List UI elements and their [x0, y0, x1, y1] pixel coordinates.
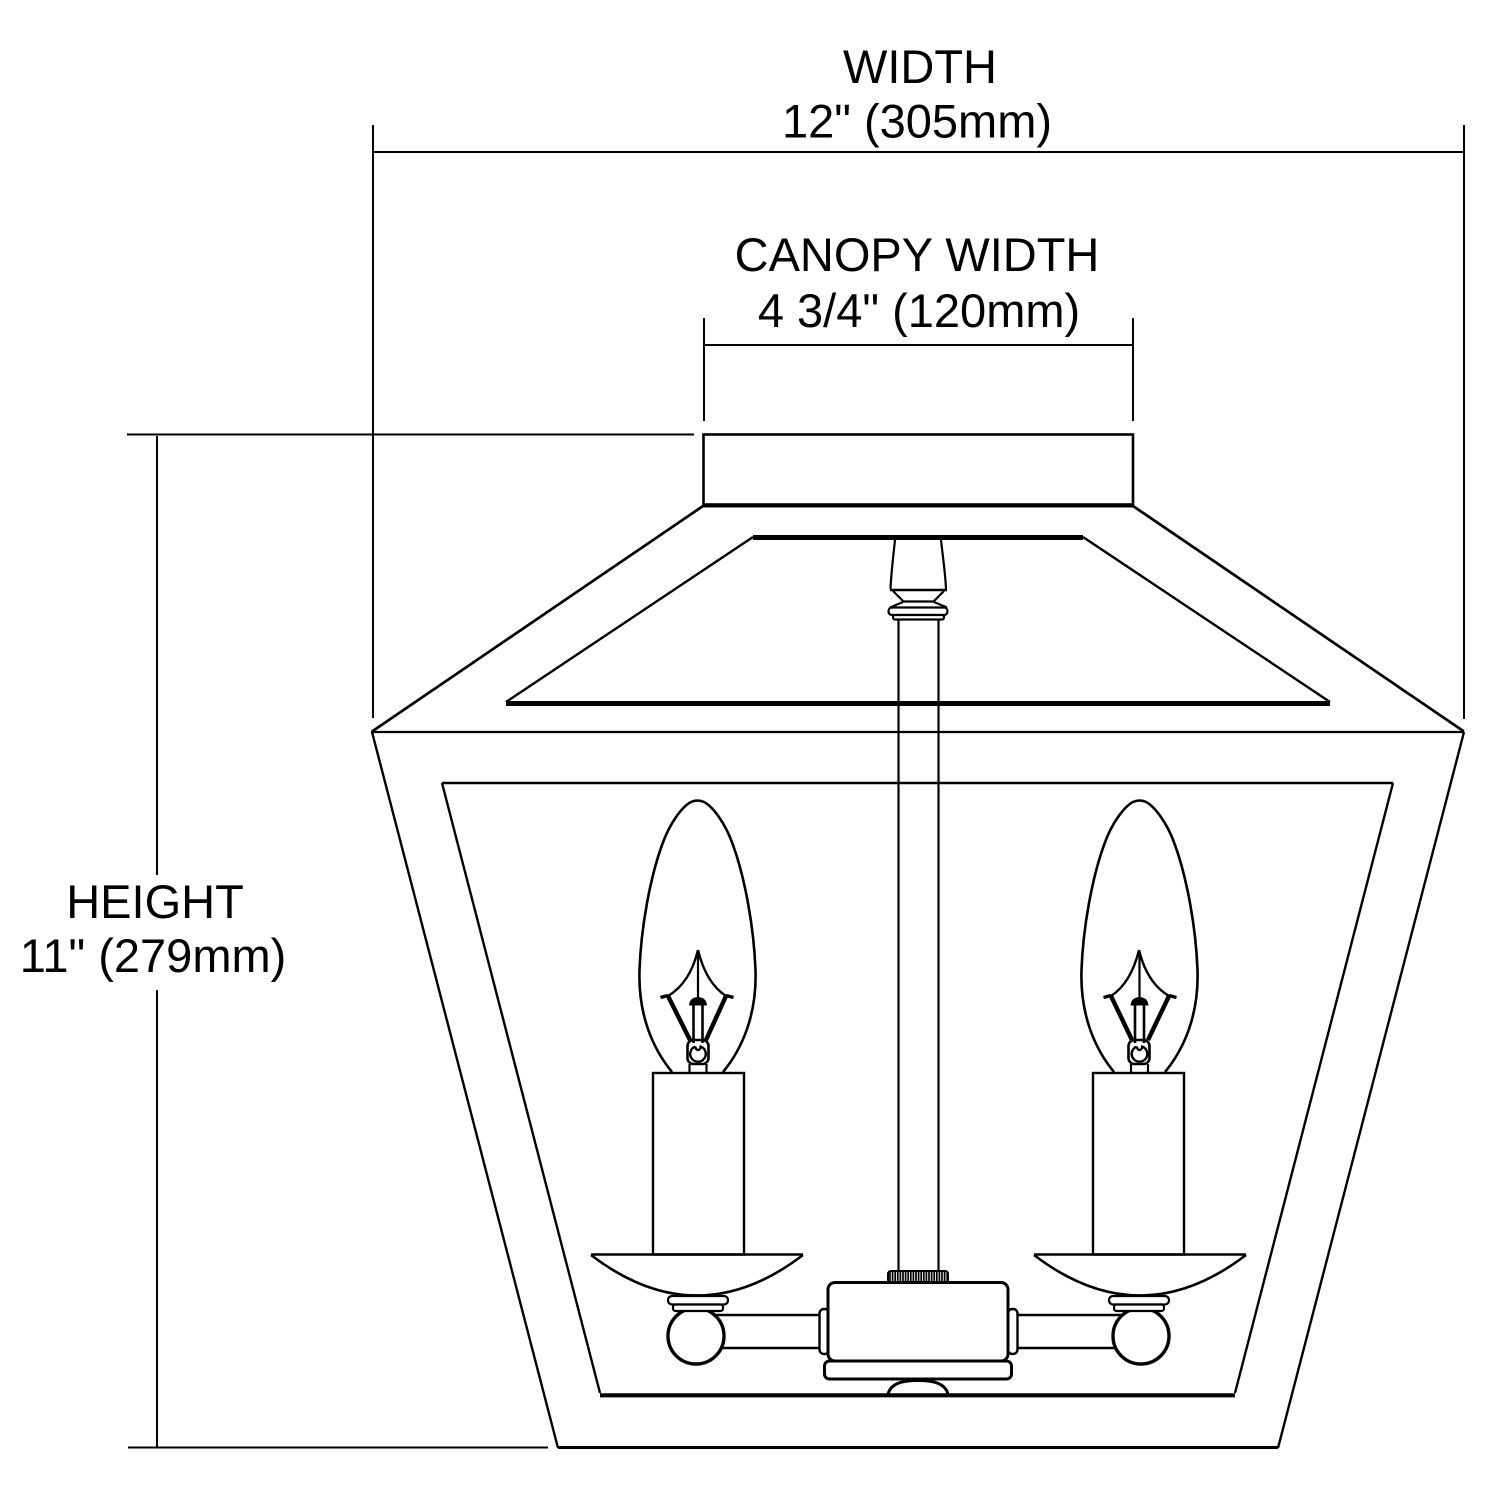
svg-text:WIDTH: WIDTH	[843, 40, 997, 93]
svg-text:4 3/4" (120mm): 4 3/4" (120mm)	[758, 284, 1080, 337]
svg-text:HEIGHT: HEIGHT	[66, 875, 244, 928]
svg-text:12" (305mm): 12" (305mm)	[782, 95, 1052, 148]
svg-text:CANOPY WIDTH: CANOPY WIDTH	[735, 228, 1100, 281]
svg-text:11" (279mm): 11" (279mm)	[20, 929, 287, 982]
